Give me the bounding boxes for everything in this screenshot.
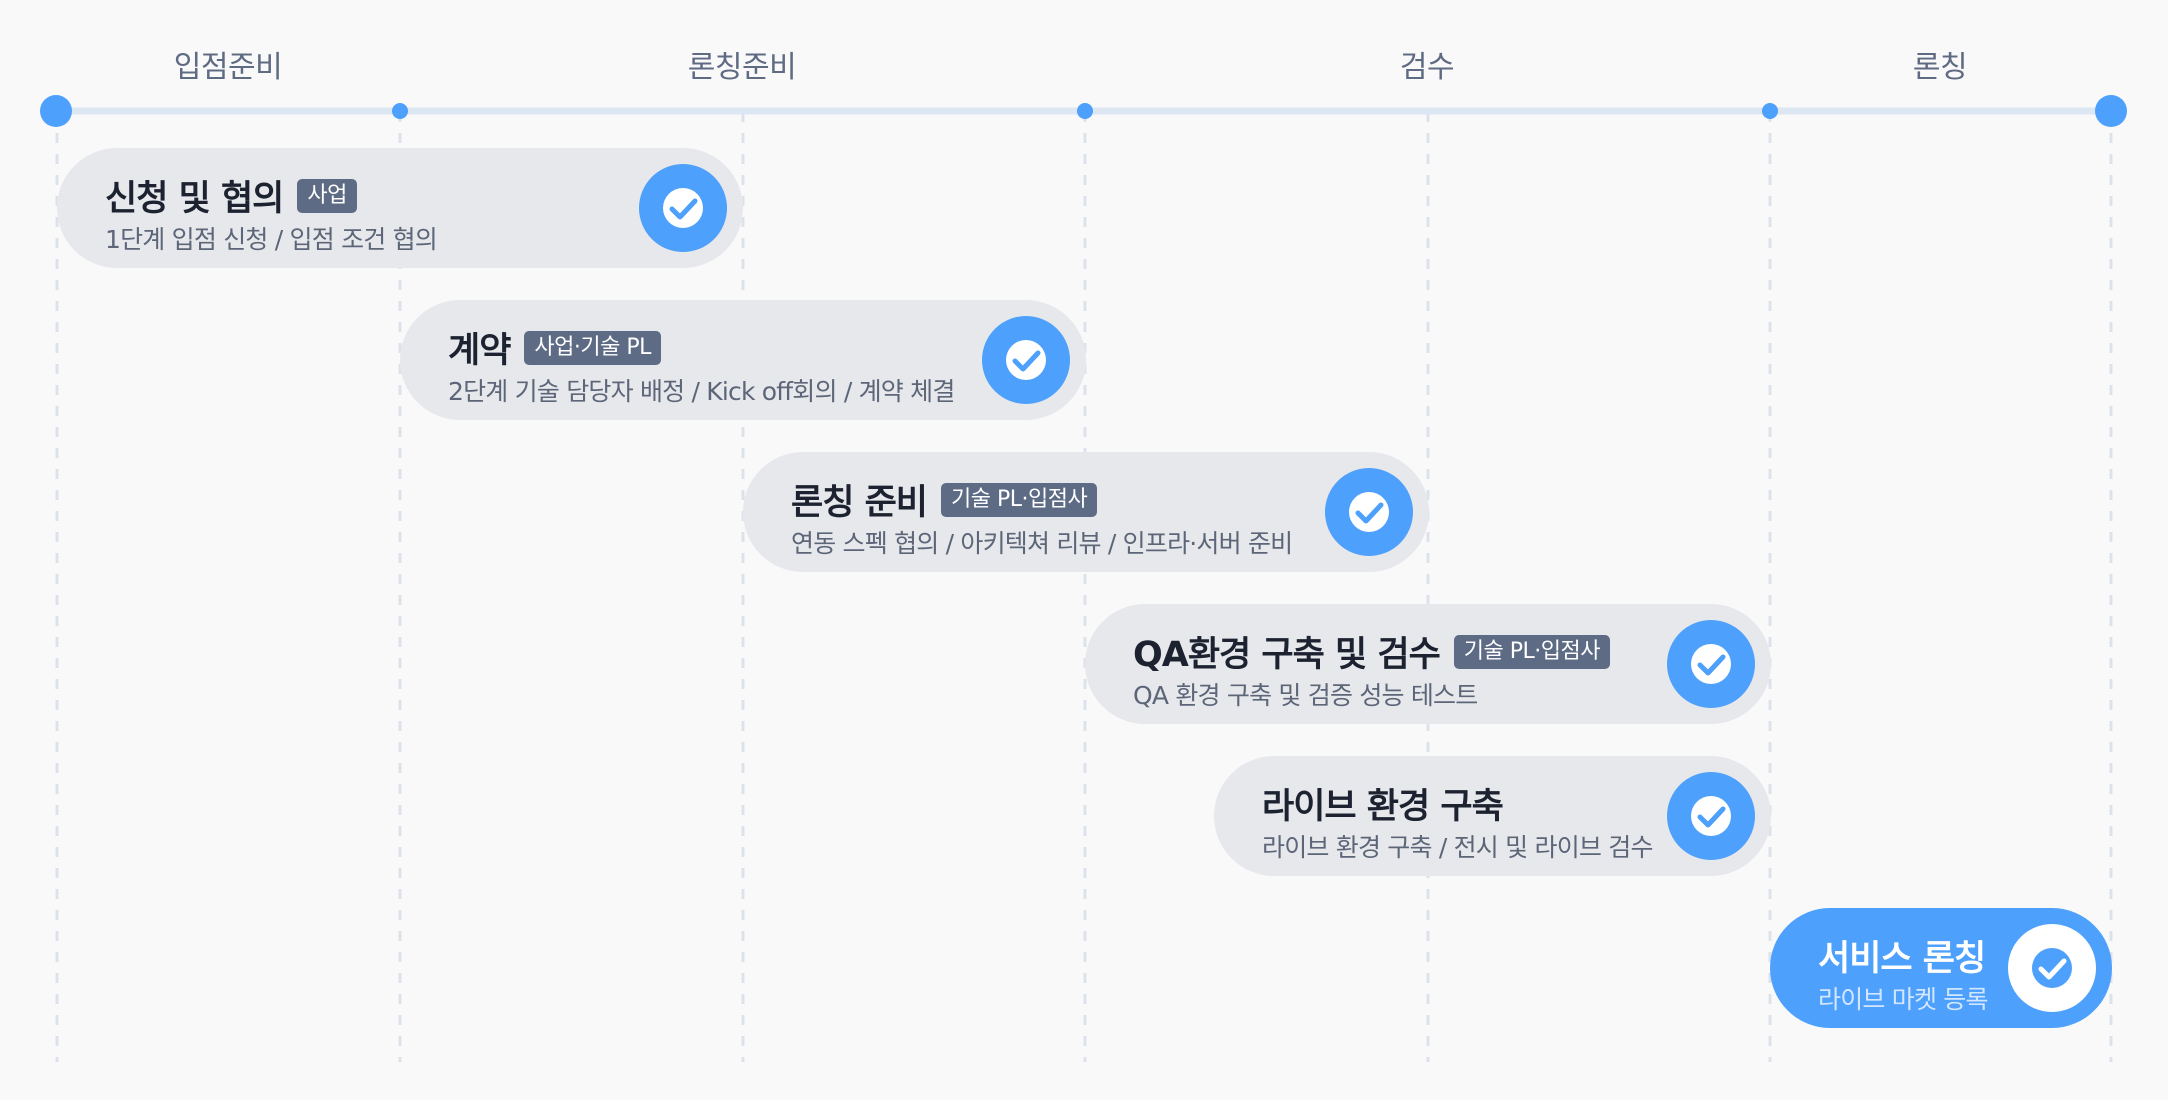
step-title: 계약 bbox=[448, 331, 511, 371]
step-description: 1단계 입점 신청 / 입점 조건 협의 bbox=[105, 225, 438, 254]
phase-label-launch-prep: 론칭준비 bbox=[687, 50, 797, 85]
step-card-live-env[interactable]: 라이브 환경 구축 라이브 환경 구축 / 전시 및 라이브 검수 bbox=[1214, 756, 1771, 876]
step-owner-badge: 사업 bbox=[297, 178, 357, 213]
step-description: 라이브 환경 구축 / 전시 및 라이브 검수 bbox=[1262, 833, 1653, 862]
timeline-node bbox=[392, 103, 408, 119]
step-description: QA 환경 구축 및 검증 성능 테스트 bbox=[1133, 681, 1478, 710]
timeline-node bbox=[1762, 103, 1778, 119]
check-circle-icon bbox=[982, 316, 1070, 404]
phase-label-onboarding-prep: 입점준비 bbox=[173, 50, 283, 85]
check-circle-icon bbox=[2008, 924, 2096, 1012]
step-title: 라이브 환경 구축 bbox=[1262, 787, 1504, 827]
step-title: 론칭 준비 bbox=[791, 483, 928, 523]
check-circle-icon bbox=[1325, 468, 1413, 556]
step-card-qa[interactable]: QA환경 구축 및 검수 기술 PL·입점사 QA 환경 구축 및 검증 성능 … bbox=[1085, 604, 1771, 724]
timeline-start-node bbox=[40, 95, 72, 127]
step-card-launch-prep[interactable]: 론칭 준비 기술 PL·입점사 연동 스펙 협의 / 아키텍쳐 리뷰 / 인프라… bbox=[743, 452, 1429, 572]
step-owner-badge: 사업·기술 PL bbox=[524, 330, 661, 365]
step-owner-badge: 기술 PL·입점사 bbox=[941, 482, 1098, 517]
step-card-service-launch[interactable]: 서비스 론칭 라이브 마켓 등록 bbox=[1770, 908, 2112, 1028]
step-title: QA환경 구축 및 검수 bbox=[1133, 635, 1441, 675]
step-title: 서비스 론칭 bbox=[1818, 939, 1986, 979]
check-circle-icon bbox=[1667, 772, 1755, 860]
timeline-node bbox=[1077, 103, 1093, 119]
step-description: 라이브 마켓 등록 bbox=[1818, 985, 1989, 1014]
step-description: 2단계 기술 담당자 배정 / Kick off회의 / 계약 체결 bbox=[448, 377, 955, 406]
step-title: 신청 및 협의 bbox=[105, 179, 284, 219]
phase-label-launch: 론칭 bbox=[1912, 50, 1968, 85]
step-description: 연동 스펙 협의 / 아키텍쳐 리뷰 / 인프라·서버 준비 bbox=[791, 529, 1293, 558]
check-circle-icon bbox=[1667, 620, 1755, 708]
step-card-application[interactable]: 신청 및 협의 사업 1단계 입점 신청 / 입점 조건 협의 bbox=[57, 148, 743, 268]
step-owner-badge: 기술 PL·입점사 bbox=[1453, 634, 1611, 669]
timeline-end-node bbox=[2095, 95, 2127, 127]
phase-label-inspection: 검수 bbox=[1399, 50, 1455, 85]
step-card-contract[interactable]: 계약 사업·기술 PL 2단계 기술 담당자 배정 / Kick off회의 /… bbox=[400, 300, 1086, 420]
check-circle-icon bbox=[639, 164, 727, 252]
